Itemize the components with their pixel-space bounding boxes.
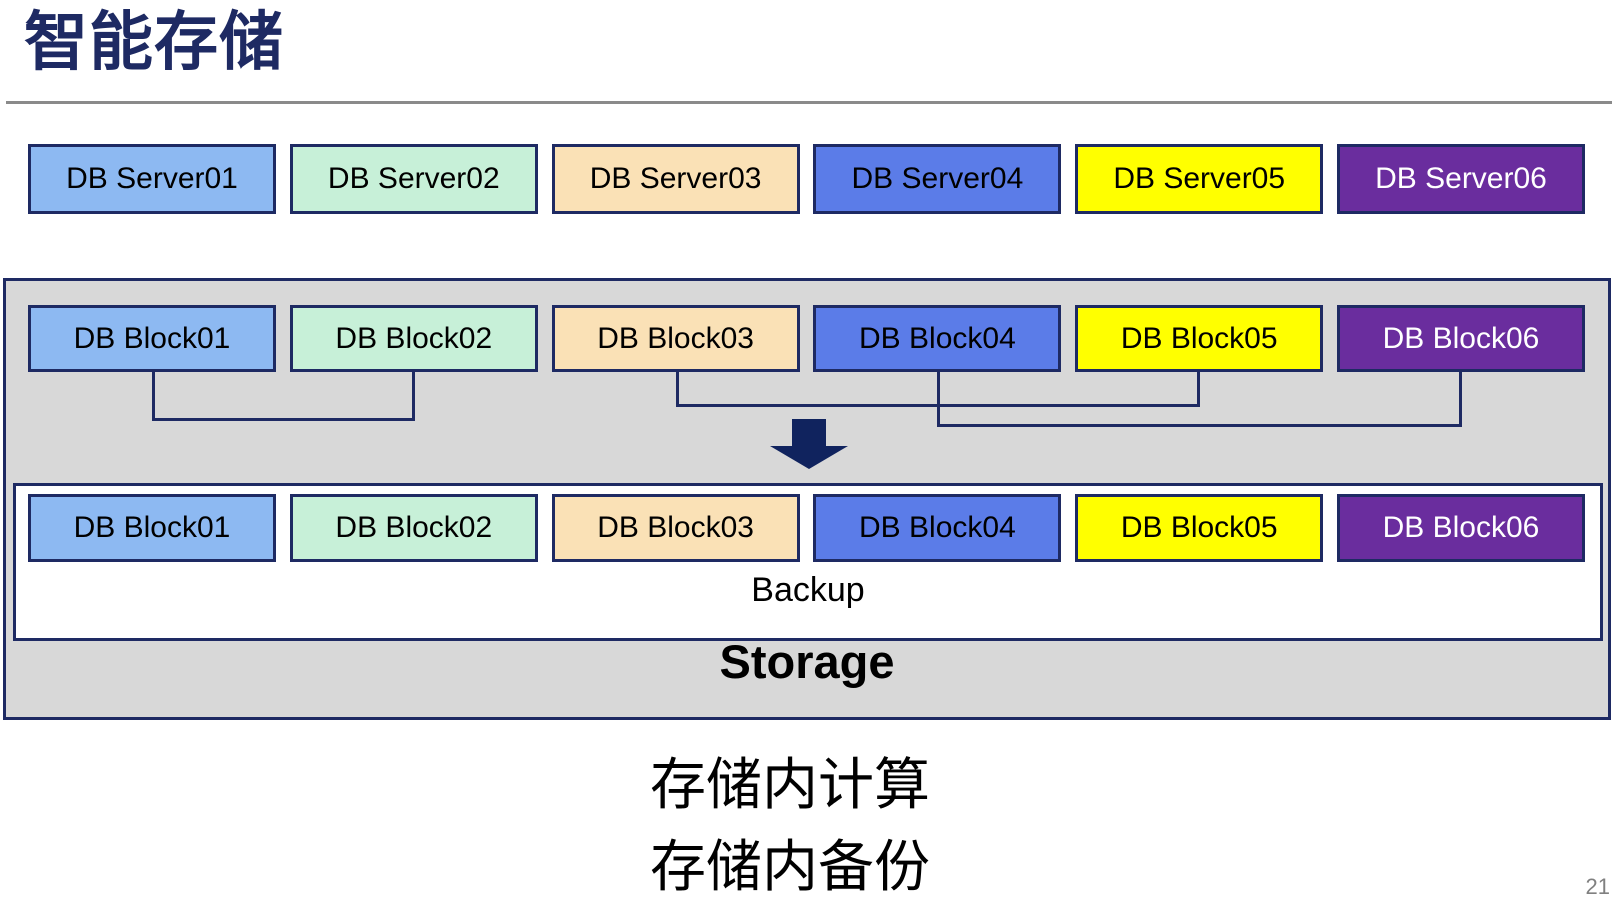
down-arrow-icon (770, 419, 848, 469)
server-box: DB Server06 (1336, 144, 1585, 214)
db-block-box: DB Block01 (28, 305, 276, 372)
db-block-box: DB Block06 (1336, 494, 1585, 562)
caption-text: 存储内计算 存储内备份 (650, 744, 1350, 908)
connector-block04-block06 (937, 372, 1462, 427)
server-box: DB Server04 (813, 144, 1062, 214)
db-block-box: DB Block06 (1336, 305, 1585, 372)
db-block-box: DB Block02 (289, 494, 538, 562)
db-block-box: DB Block01 (28, 494, 276, 562)
db-block-box: DB Block03 (551, 305, 800, 372)
backup-box (13, 483, 1603, 641)
backup-label: Backup (751, 571, 865, 609)
db-block-box: DB Block04 (813, 305, 1062, 372)
caption-line-1: 存储内计算 (650, 753, 930, 816)
server-box: DB Server03 (551, 144, 800, 214)
title-divider (6, 101, 1612, 104)
connector-block01-block02 (152, 372, 415, 421)
server-box: DB Server01 (28, 144, 276, 214)
db-block-box: DB Block05 (1075, 494, 1324, 562)
db-block-box: DB Block04 (813, 494, 1062, 562)
storage-label: Storage (719, 635, 895, 688)
page-number: 21 (1585, 874, 1610, 899)
slide-title: 智能存储 (24, 6, 284, 78)
server-box: DB Server05 (1075, 144, 1324, 214)
server-box: DB Server02 (289, 144, 538, 214)
db-block-box: DB Block03 (551, 494, 800, 562)
db-block-box: DB Block05 (1075, 305, 1324, 372)
caption-line-2: 存储内备份 (650, 835, 930, 898)
db-block-box: DB Block02 (289, 305, 538, 372)
